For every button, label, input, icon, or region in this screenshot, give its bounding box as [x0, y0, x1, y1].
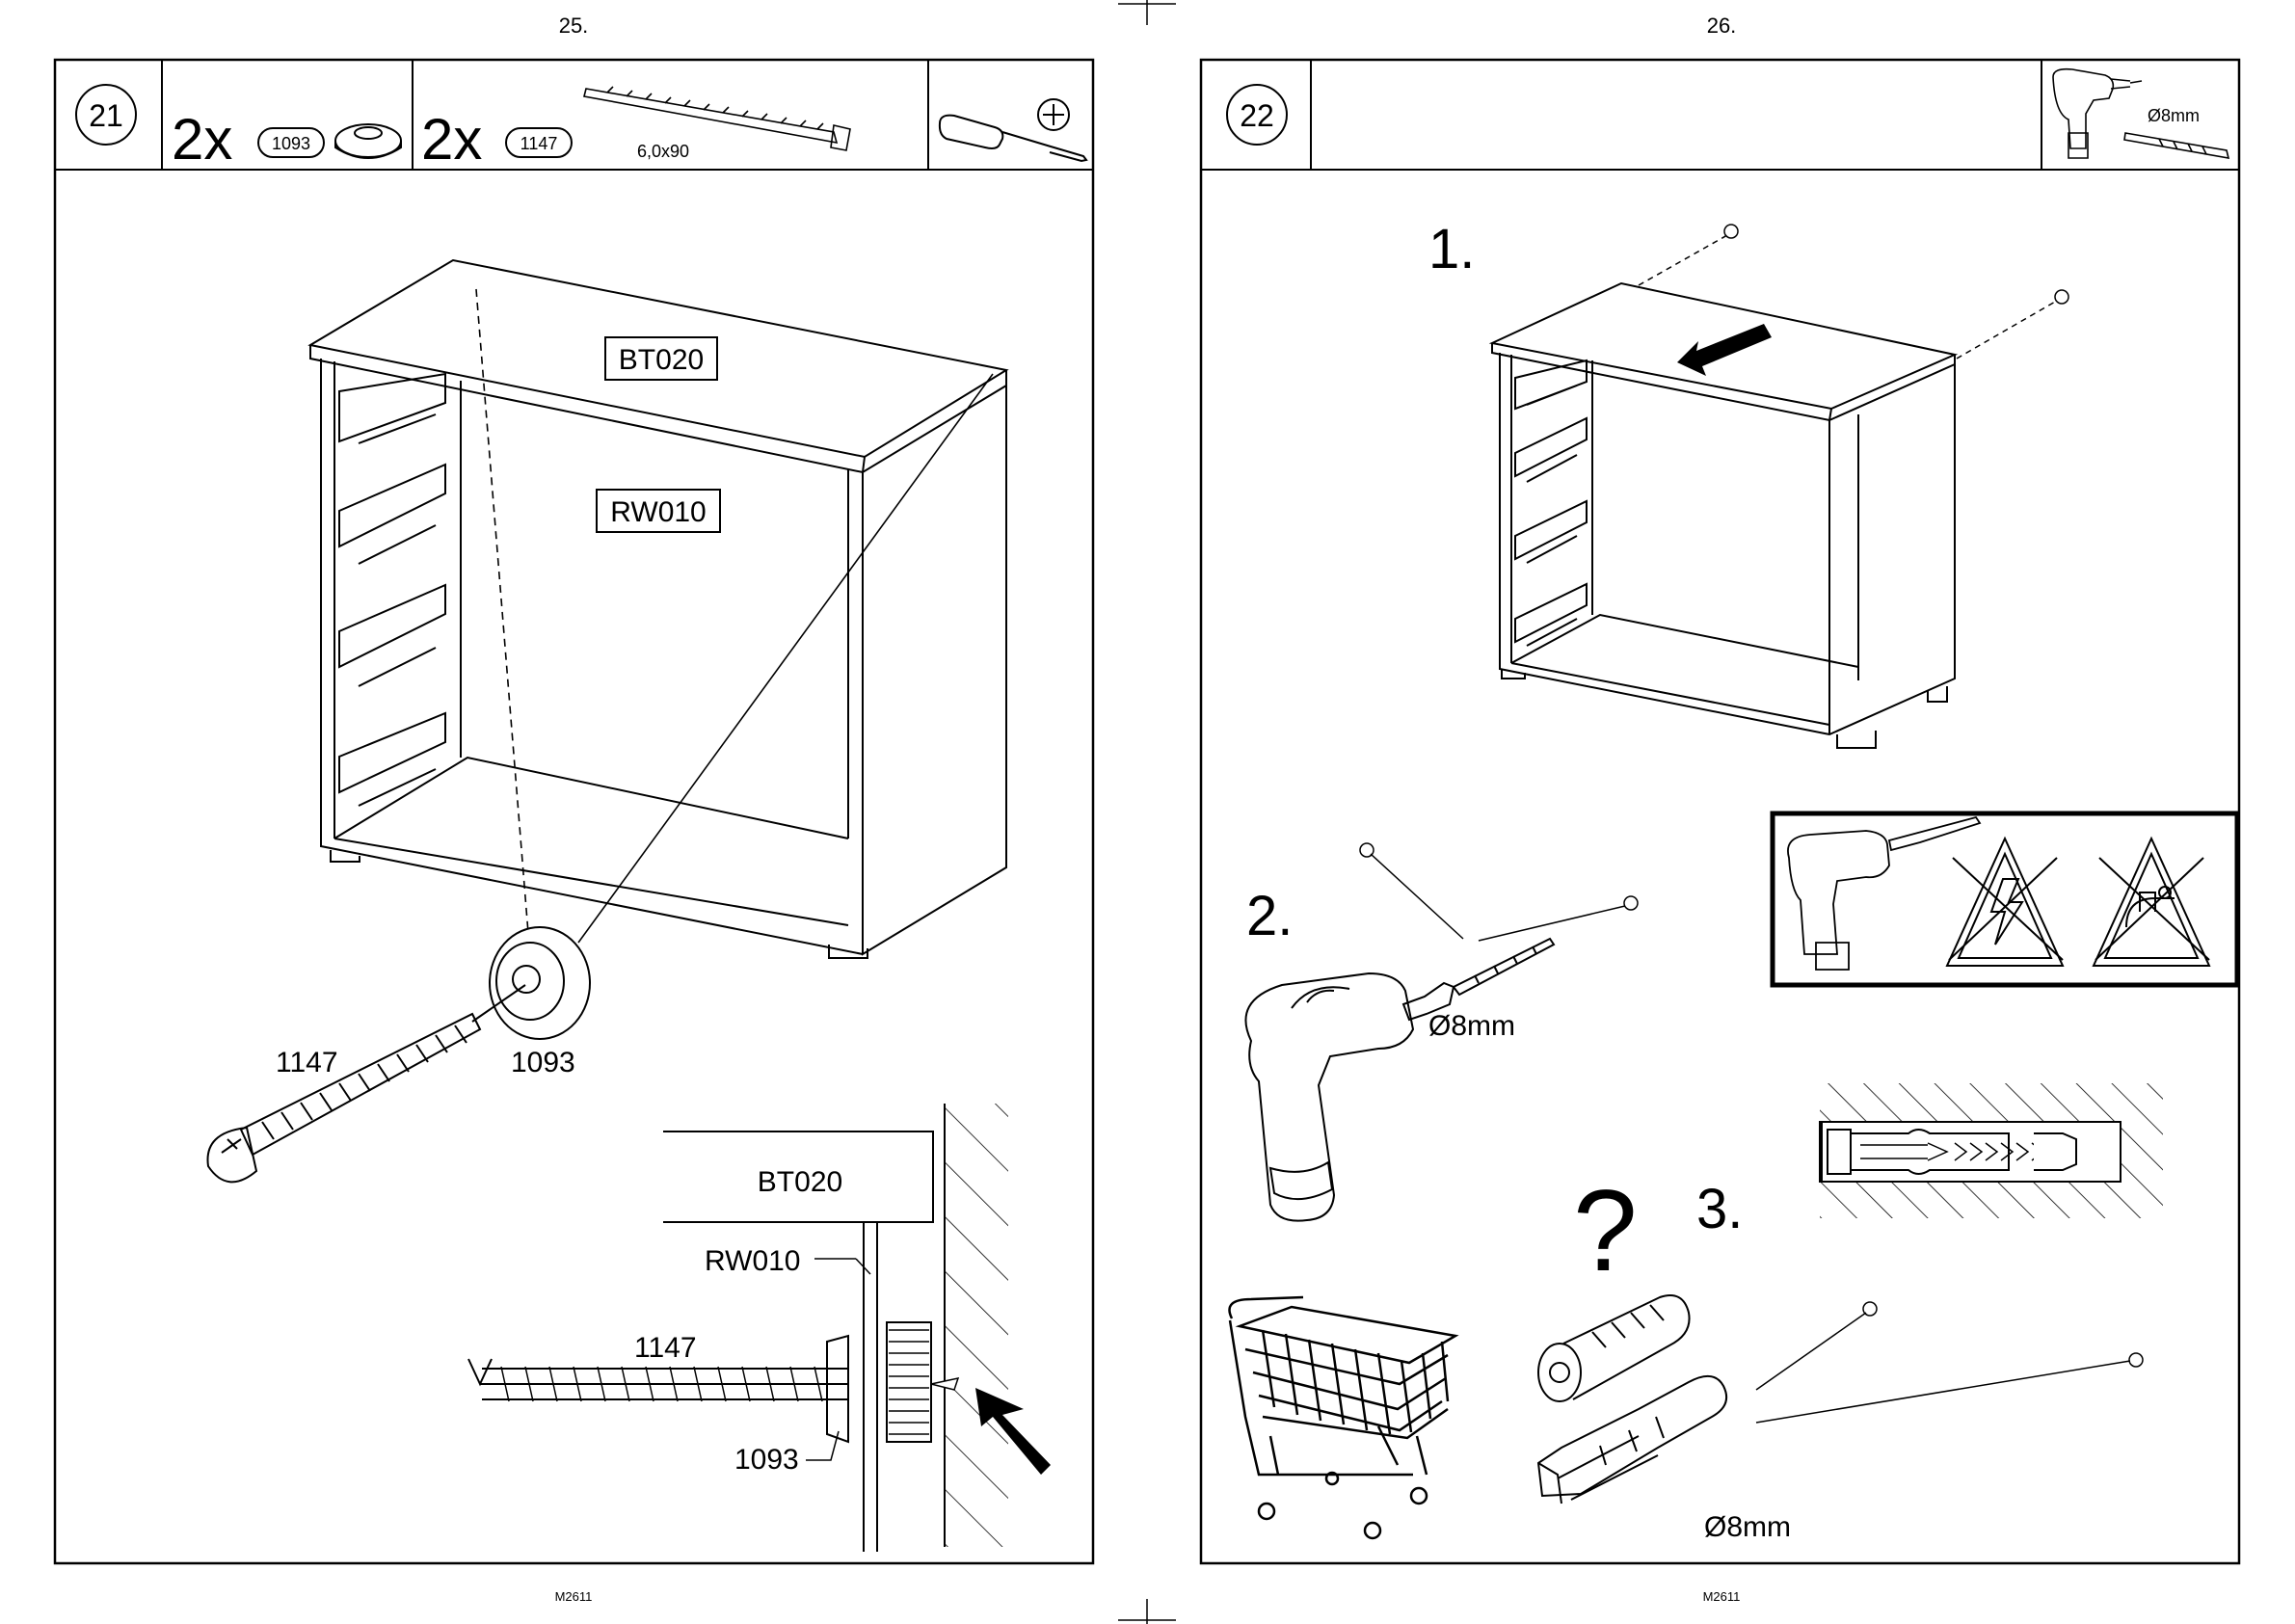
detail-label-washer: 1093	[734, 1444, 799, 1476]
push-arrow-icon	[1677, 324, 1772, 376]
footer-code: M2611	[555, 1589, 593, 1604]
no-water-pipe-icon	[2094, 839, 2209, 966]
detail-label-screw: 1147	[634, 1332, 697, 1364]
wall-plug-icon	[1538, 1376, 1726, 1504]
part-screw-1147: 2x 1147 6,0x90	[421, 87, 850, 172]
right-page: 26. 22 Ø8mm 1.	[1201, 13, 2239, 1604]
plug-diameter-label: Ø8mm	[1704, 1511, 1791, 1543]
wall-plug-icon	[1538, 1295, 1690, 1401]
question-mark: ?	[1573, 1166, 1638, 1295]
footer-code: M2611	[1703, 1589, 1741, 1604]
warning-box	[1773, 813, 2237, 985]
part-quantity: 2x	[421, 107, 482, 172]
shopping-cart-icon	[1230, 1297, 1456, 1538]
step-number: 22	[1240, 98, 1274, 133]
step-number: 21	[89, 98, 123, 133]
screw-1147-drawing	[208, 985, 526, 1182]
substep-number: 2.	[1246, 885, 1293, 947]
cordless-drill-icon	[1788, 817, 1980, 970]
washer-1093-drawing	[490, 927, 590, 1039]
page-number: 25.	[559, 13, 589, 38]
screw-icon	[584, 87, 850, 150]
cordless-drill-icon	[2053, 69, 2142, 158]
part-washer-1093: 2x 1093	[172, 107, 401, 172]
detail-label-back: RW010	[705, 1245, 801, 1277]
panel-label-back: RW010	[610, 496, 707, 528]
part-quantity: 2x	[172, 107, 232, 172]
drill-bit-icon	[2124, 133, 2228, 158]
cordless-drill-drawing	[1245, 939, 1554, 1221]
page-number: 26.	[1707, 13, 1737, 38]
wall-plug-section	[1820, 1083, 2163, 1218]
drawer-rail	[339, 374, 445, 806]
callout-washer: 1093	[511, 1047, 575, 1078]
part-spec: 6,0x90	[637, 142, 689, 161]
step-frame	[55, 60, 1093, 1563]
left-page: 25. 21 2x 1093 2x 1147	[55, 13, 1093, 1604]
callout-screw: 1147	[276, 1047, 338, 1078]
washer-icon	[335, 124, 401, 158]
tool-bit-size: Ø8mm	[2148, 106, 2200, 125]
part-id: 1147	[520, 134, 558, 153]
phillips-screwdriver-icon	[940, 99, 1086, 161]
drill-bit-label: Ø8mm	[1428, 1010, 1515, 1042]
panel-label-top: BT020	[619, 344, 704, 376]
substep-number: 3.	[1696, 1178, 1743, 1240]
substep-number: 1.	[1428, 218, 1475, 280]
crop-marks	[1118, 0, 1176, 1624]
detail-label-top: BT020	[758, 1166, 842, 1198]
no-electric-cable-icon	[1947, 839, 2063, 966]
part-id: 1093	[272, 134, 310, 153]
